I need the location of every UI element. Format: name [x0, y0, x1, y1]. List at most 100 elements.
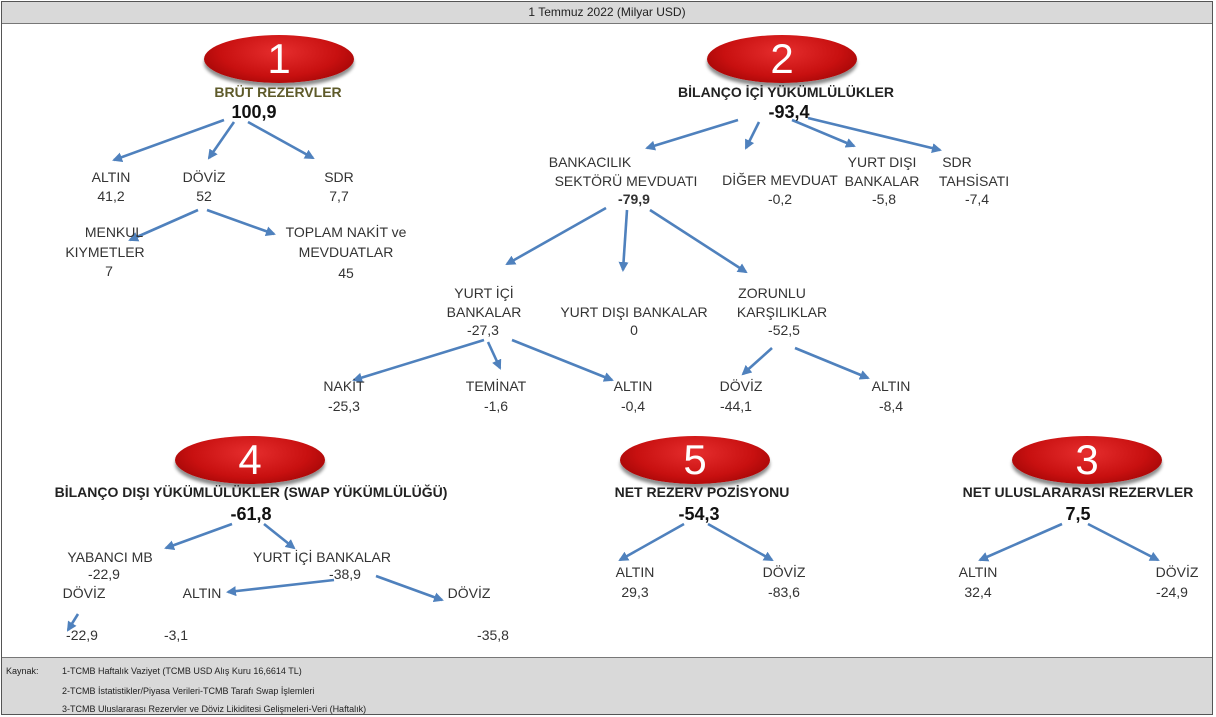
arrow-bd-yabanci	[164, 522, 233, 550]
altin-label: ALTIN	[91, 169, 131, 185]
arrow-bank-yurtici	[505, 206, 607, 266]
zorunlu-altin-label: ALTIN	[871, 378, 911, 394]
nakit-label: NAKİT	[323, 378, 365, 394]
source-3: 3-TCMB Uluslararası Rezervler ve Döviz L…	[62, 704, 367, 714]
arrow-bii-sdr	[807, 116, 942, 153]
diger-mevduat-label: DİĞER MEVDUAT	[722, 172, 838, 188]
arrow-brut-altin	[112, 118, 225, 162]
arrow-bank-zorunlu	[649, 208, 748, 274]
arrow-yurtici-doviz4	[375, 574, 444, 602]
arrow-zorunlu-doviz	[741, 347, 773, 376]
sdr-label: SDR	[324, 169, 354, 185]
arrow-yurtici-nakit	[352, 338, 485, 383]
arrow-nur-doviz	[1087, 522, 1160, 562]
net-uluslararasi-title: NET ULUSLARARASI REZERVLER	[962, 484, 1194, 500]
nrp-altin-value: 29,3	[621, 584, 649, 600]
arrow-bd-yurtici	[263, 522, 296, 550]
arrow-bank-yurtdisi	[618, 209, 629, 272]
yurtici4-value: -38,9	[329, 566, 361, 582]
arrow-yurtici-altin	[511, 338, 614, 382]
arrow-brut-sdr	[247, 120, 315, 160]
bilanco-ici-value: -93,4	[768, 102, 810, 122]
arrow-doviz-toplam	[206, 208, 276, 237]
net-uluslararasi-value: 7,5	[1065, 504, 1091, 524]
yurtdisi-bankalar-value: 0	[630, 322, 638, 338]
doviz2-label: DÖVİZ	[719, 378, 763, 394]
nrp-doviz-value: -83,6	[768, 584, 800, 600]
arrow-bii-diger	[744, 121, 761, 150]
yurtici4-label: YURT İÇİ BANKALAR	[253, 549, 391, 565]
zorunlu-label-2: KARŞILIKLAR	[736, 304, 828, 320]
toplam-label-1: TOPLAM NAKİT ve	[285, 224, 407, 240]
arrow-doviz-menkul	[128, 208, 199, 242]
toplam-value: 45	[338, 265, 354, 281]
altin4-value: -3,1	[163, 627, 189, 643]
doviz2-value: -44,1	[720, 398, 752, 414]
bilanco-ici-title: BİLANÇO İÇİ YÜKÜMLÜLÜKLER	[678, 84, 894, 100]
altin2-value: -0,4	[620, 398, 646, 414]
sdr-tahsisati-label-2: TAHSİSATI	[938, 173, 1010, 189]
net-rezerv-title: NET REZERV POZİSYONU	[614, 484, 790, 500]
yabanci-doviz-value: -22,9	[66, 627, 98, 643]
source-1: 1-TCMB Haftalık Vaziyet (TCMB USD Alış K…	[62, 666, 302, 676]
doviz4-value: -35,8	[477, 627, 509, 643]
arrow-yurtici-altin4	[226, 578, 335, 597]
zorunlu-label-1: ZORUNLU	[738, 285, 806, 301]
toplam-label-2: MEVDUATLAR	[298, 244, 394, 260]
yurtdisi-label-2: BANKALAR	[844, 173, 920, 189]
yurtici-value: -27,3	[467, 322, 499, 338]
sources-footer: Kaynak: 1-TCMB Haftalık Vaziyet (TCMB US…	[2, 657, 1212, 714]
brut-rezervler-value: 100,9	[231, 102, 277, 122]
menkul-value: 7	[105, 263, 113, 279]
menkul-label-2: KIYMETLER	[65, 244, 145, 260]
teminat-value: -1,6	[483, 398, 509, 414]
net-rezerv-value: -54,3	[678, 504, 720, 524]
badge-2: 2	[707, 35, 857, 83]
arrow-yurtici-teminat	[486, 341, 502, 370]
arrows-layer	[66, 116, 1160, 632]
yabanci-mb-label: YABANCI MB	[67, 549, 153, 565]
sdr-tahsisati-value: -7,4	[964, 191, 990, 207]
arrow-bii-yurtdisi	[791, 118, 856, 148]
zorunlu-value: -52,5	[768, 322, 800, 338]
badge-1: 1	[204, 35, 354, 83]
badge-5: 5	[620, 436, 770, 484]
yurtdisi-value: -5,8	[871, 191, 897, 207]
doviz4-label: DÖVİZ	[447, 585, 491, 601]
yurtici-label-2: BANKALAR	[446, 304, 522, 320]
sources-label: Kaynak:	[6, 666, 39, 676]
bankacilik-label-1: BANKACILIK	[548, 154, 632, 170]
nakit-value: -25,3	[328, 398, 360, 414]
yurtdisi-bankalar-label: YURT DIŞI BANKALAR	[560, 304, 708, 320]
nur-doviz-value: -24,9	[1156, 584, 1188, 600]
brut-rezervler-title: BRÜT REZERVLER	[214, 84, 342, 100]
nur-doviz-label: DÖVİZ	[1155, 564, 1199, 580]
teminat-label: TEMİNAT	[465, 378, 527, 394]
bankacilik-value: -79,9	[618, 191, 650, 207]
altin-value: 41,2	[97, 188, 125, 204]
doviz-label: DÖVİZ	[182, 169, 226, 185]
nrp-altin-label: ALTIN	[615, 564, 655, 580]
altin2-label: ALTIN	[613, 378, 653, 394]
zorunlu-altin-value: -8,4	[878, 398, 904, 414]
arrow-yabanci-doviz	[66, 613, 80, 632]
sdr-tahsisati-label-1: SDR	[942, 154, 972, 170]
yabanci-mb-value: -22,9	[88, 566, 120, 582]
nur-altin-value: 32,4	[964, 584, 992, 600]
diger-mevduat-value: -0,2	[767, 191, 793, 207]
bilanco-disi-value: -61,8	[230, 504, 272, 524]
yurtdisi-label-1: YURT DIŞI	[847, 154, 917, 170]
altin4-label: ALTIN	[182, 585, 222, 601]
source-2: 2-TCMB İstatistikler/Piyasa Verileri-TCM…	[62, 686, 315, 696]
bilanco-disi-title: BİLANÇO DIŞI YÜKÜMLÜLÜKLER (SWAP YÜKÜMLÜ…	[54, 484, 448, 500]
badge-4: 4	[175, 436, 325, 484]
nrp-doviz-label: DÖVİZ	[762, 564, 806, 580]
arrow-nrp-doviz	[707, 522, 774, 562]
doviz-value: 52	[196, 188, 212, 204]
yurtici-label-1: YURT İÇİ	[454, 285, 514, 301]
chart-header: 1 Temmuz 2022 (Milyar USD)	[2, 2, 1212, 24]
arrow-bii-bankacilik	[645, 118, 739, 151]
nur-altin-label: ALTIN	[958, 564, 998, 580]
arrow-brut-doviz	[207, 121, 236, 160]
